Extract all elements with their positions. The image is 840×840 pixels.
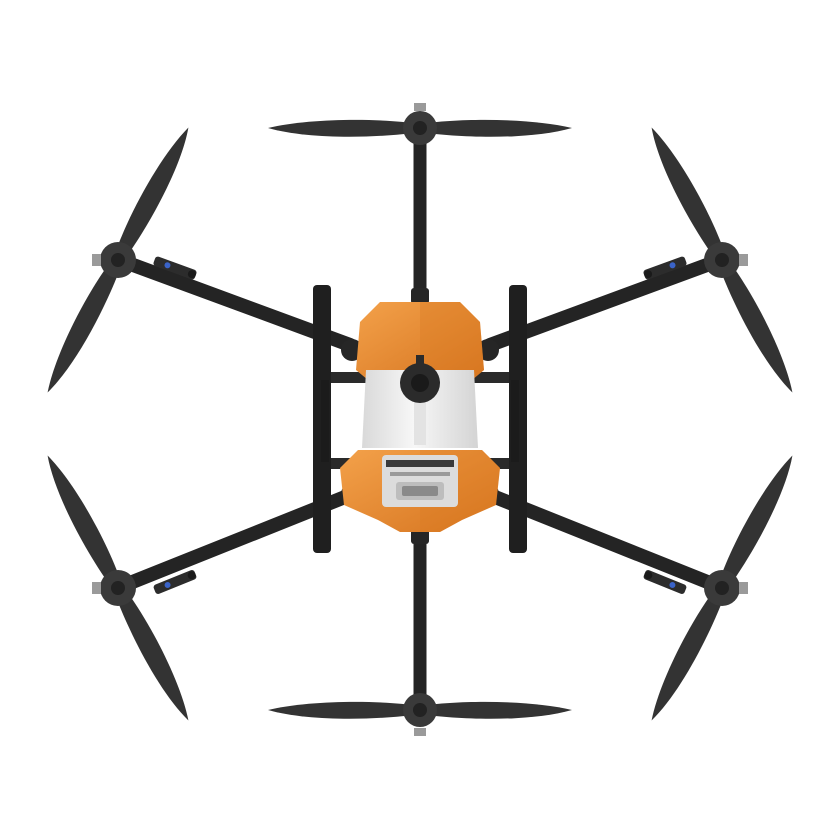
propellers <box>47 119 793 721</box>
motor-upper-right <box>704 242 748 278</box>
arm-lower-left <box>118 488 357 592</box>
motor-top <box>403 103 437 145</box>
motors <box>92 103 748 736</box>
motor-lower-right <box>704 570 748 606</box>
propeller-lower-left <box>47 455 189 721</box>
nozzle-details <box>153 256 687 594</box>
propeller-top <box>268 119 572 137</box>
arms <box>118 128 722 712</box>
propeller-upper-right <box>651 127 793 393</box>
propeller-bottom <box>268 701 572 719</box>
motor-bottom <box>403 693 437 736</box>
drone-body <box>340 302 500 532</box>
motor-lower-left <box>92 570 136 606</box>
arm-upper-left <box>118 255 357 352</box>
motor-upper-left <box>92 242 136 278</box>
arm-lower-right <box>483 488 722 592</box>
propeller-upper-left <box>47 127 189 393</box>
arm-upper-right <box>483 255 722 352</box>
top-canopy <box>356 302 484 380</box>
propeller-lower-right <box>651 455 793 721</box>
